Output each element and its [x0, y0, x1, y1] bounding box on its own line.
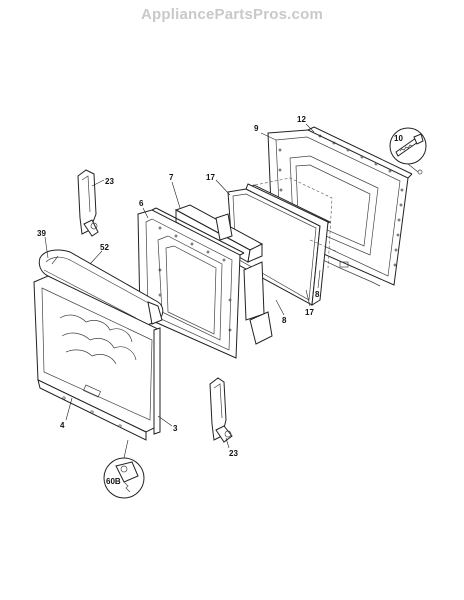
- callout-6: 6: [139, 199, 144, 208]
- callout-4: 4: [60, 421, 65, 430]
- insulation-7: [174, 204, 273, 345]
- callout-17-top: 17: [206, 173, 215, 182]
- callout-labels: 12 9 10 17 7 23 6 39 52 8 8 17 4 3 23 60…: [37, 115, 403, 486]
- callout-12: 12: [297, 115, 306, 124]
- hinge-23-bottom: [209, 377, 233, 443]
- callout-8-mid: 8: [282, 316, 287, 325]
- watermark-text: AppliancePartsPros.com: [141, 6, 323, 23]
- callout-7: 7: [169, 173, 174, 182]
- callout-39: 39: [37, 229, 46, 238]
- callout-52: 52: [100, 243, 109, 252]
- callout-23-top: 23: [105, 177, 114, 186]
- outer-door-panel-4: [33, 275, 161, 441]
- callout-8-right: 8: [315, 290, 320, 299]
- callout-60b: 60B: [106, 477, 121, 486]
- callout-10: 10: [394, 134, 403, 143]
- glass-pane-assembly: [227, 177, 339, 306]
- leader-lines: [44, 123, 321, 449]
- screw-10-detail: [389, 127, 427, 175]
- screw-60b-detail: [103, 439, 145, 499]
- inner-door-liner: [267, 126, 413, 287]
- callout-23-bottom: 23: [229, 449, 238, 458]
- door-handle-52: [38, 249, 164, 326]
- hinge-23-top: [77, 169, 99, 237]
- callout-17-bottom: 17: [305, 308, 314, 317]
- callout-9: 9: [254, 124, 259, 133]
- callout-3: 3: [173, 424, 178, 433]
